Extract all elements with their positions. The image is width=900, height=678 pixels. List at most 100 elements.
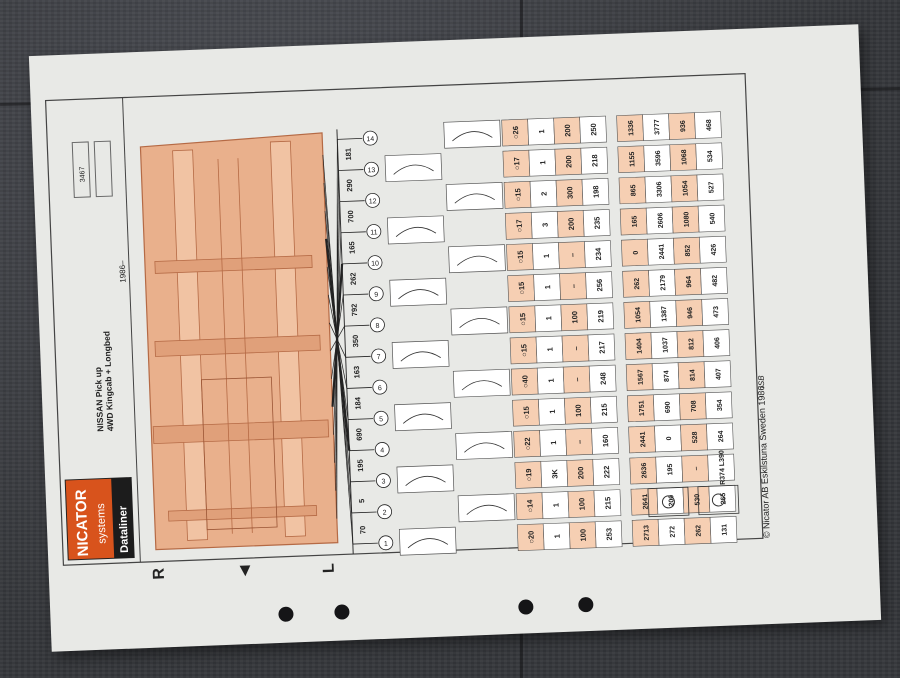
copyright-text: © Nicator AB Eskilstuna Sweden 1986	[756, 385, 772, 538]
point-tick	[343, 293, 369, 296]
dimension-value: 700	[346, 210, 355, 223]
leader-line	[336, 139, 338, 519]
table-cell-value: 165	[631, 215, 638, 227]
attachment-sketch	[466, 504, 507, 515]
point-tick	[352, 542, 378, 545]
table-cell	[581, 178, 610, 206]
table-cell-value: 264	[718, 430, 725, 442]
table-cell	[582, 209, 611, 237]
table-cell-value: 248	[598, 372, 607, 385]
table-cell-value: 218	[590, 154, 599, 167]
attachment-box	[386, 215, 445, 245]
dimension-value: 165	[347, 241, 356, 254]
point-number: 11	[370, 229, 378, 236]
blank-box	[93, 140, 113, 198]
table-cell	[594, 520, 623, 549]
vehicle-line1: NISSAN Pick up	[93, 367, 105, 432]
point-marker	[374, 442, 390, 457]
attachment-box	[391, 339, 450, 369]
table-cell	[588, 364, 617, 393]
table-cell-value: 1404	[636, 338, 644, 354]
table-cell-value: 1387	[661, 306, 669, 322]
table-cell-value: 131	[721, 524, 728, 536]
table-cell-value: 100	[574, 404, 583, 417]
point-tick	[346, 387, 372, 389]
point-number: 3	[381, 478, 385, 485]
point-tick	[349, 449, 375, 452]
table-cell-value: –	[693, 466, 700, 470]
attachment-box	[398, 526, 457, 556]
table-cell-value: 1567	[637, 369, 645, 385]
table-cell-value: ○15	[516, 250, 525, 263]
table-cell-value: 1155	[629, 151, 637, 167]
table-cell-value: 200	[566, 217, 575, 230]
table-cell-value: 1	[542, 254, 551, 259]
table-cell-value: 2179	[660, 275, 668, 291]
point-number: 1	[384, 541, 388, 548]
dimension-table: 2713264126362441175115671404105426201658…	[616, 111, 738, 547]
table-cell-value: 200	[668, 495, 675, 507]
dimension-value: 195	[356, 459, 365, 472]
table-cell-value: 100	[570, 311, 579, 324]
table-cell	[707, 453, 735, 482]
point-tick	[348, 418, 374, 420]
table-cell	[697, 204, 726, 233]
table-cell-value: 3596	[655, 150, 663, 166]
table-cell-value: 272	[669, 526, 676, 538]
attachment-sketch	[405, 476, 446, 486]
table-cell-value: 100	[578, 529, 587, 542]
attachment-box	[445, 182, 504, 211]
point-number: 4	[380, 447, 384, 454]
table-cell	[580, 146, 609, 175]
table-cell-value: ○17	[515, 219, 524, 232]
table-cell-value: 100	[577, 498, 586, 511]
table-cell-value: 3777	[654, 119, 662, 135]
table-cell-value: 1	[538, 160, 547, 165]
table-cell-value: –	[571, 346, 580, 351]
table-cell-value: 1	[544, 316, 553, 321]
point-tick	[342, 262, 368, 265]
table-cell-value: 300	[565, 186, 574, 199]
table-cell-value: 874	[663, 370, 670, 382]
crossmember	[152, 419, 330, 445]
table-cell-value: 1054	[682, 180, 690, 196]
point-number: 9	[374, 292, 378, 299]
attachment-box	[452, 368, 511, 398]
table-cell-value: ○19	[524, 468, 533, 481]
vehicle-line2: 4WD Kingcab + Longbed	[101, 331, 115, 432]
nicator-dataliner-sheet: NICATOR systems Dataliner NISSAN Pick up…	[28, 24, 882, 652]
table-cell	[709, 516, 738, 544]
table-cell-value: 1	[545, 347, 554, 352]
attachment-box	[448, 244, 506, 274]
table-cell-value: 3306	[656, 181, 664, 197]
table-cell-value: 406	[714, 337, 721, 349]
crossmember	[154, 334, 321, 357]
point-tick	[344, 324, 370, 327]
table-cell-value: 1751	[639, 400, 647, 416]
dimension-value: 181	[344, 148, 353, 161]
point-number: 8	[375, 323, 379, 330]
table-cell-value: 215	[603, 497, 612, 510]
table-cell-value: –	[568, 253, 577, 258]
table-cell-value: –	[573, 377, 582, 382]
point-marker	[365, 192, 381, 208]
attachment-sketch	[402, 413, 444, 424]
dimension-value: 184	[353, 396, 363, 410]
dimension-value: 350	[351, 335, 360, 348]
attachment-drawings	[384, 119, 516, 556]
attachment-sketch	[407, 538, 449, 549]
table-cell-value: 530	[694, 494, 701, 506]
point-number: 12	[369, 198, 377, 205]
logo-name-bottom: Dataliner	[117, 505, 131, 553]
logo-name-mid: systems	[95, 503, 109, 544]
attachment-sketch	[393, 164, 434, 175]
table-cell-value: 812	[688, 338, 695, 350]
point-number: 10	[371, 260, 379, 267]
table-cell-value: 690	[665, 401, 672, 413]
table-cell-value: 3K	[550, 468, 559, 479]
parts-table: ○20○14○19○22○15○40○15○15○15○15○17○15○17○…	[501, 115, 623, 552]
dimension-value: 792	[350, 304, 359, 317]
table-cell	[587, 333, 616, 362]
attachment-sketch	[395, 226, 437, 237]
table-cell	[586, 302, 615, 331]
